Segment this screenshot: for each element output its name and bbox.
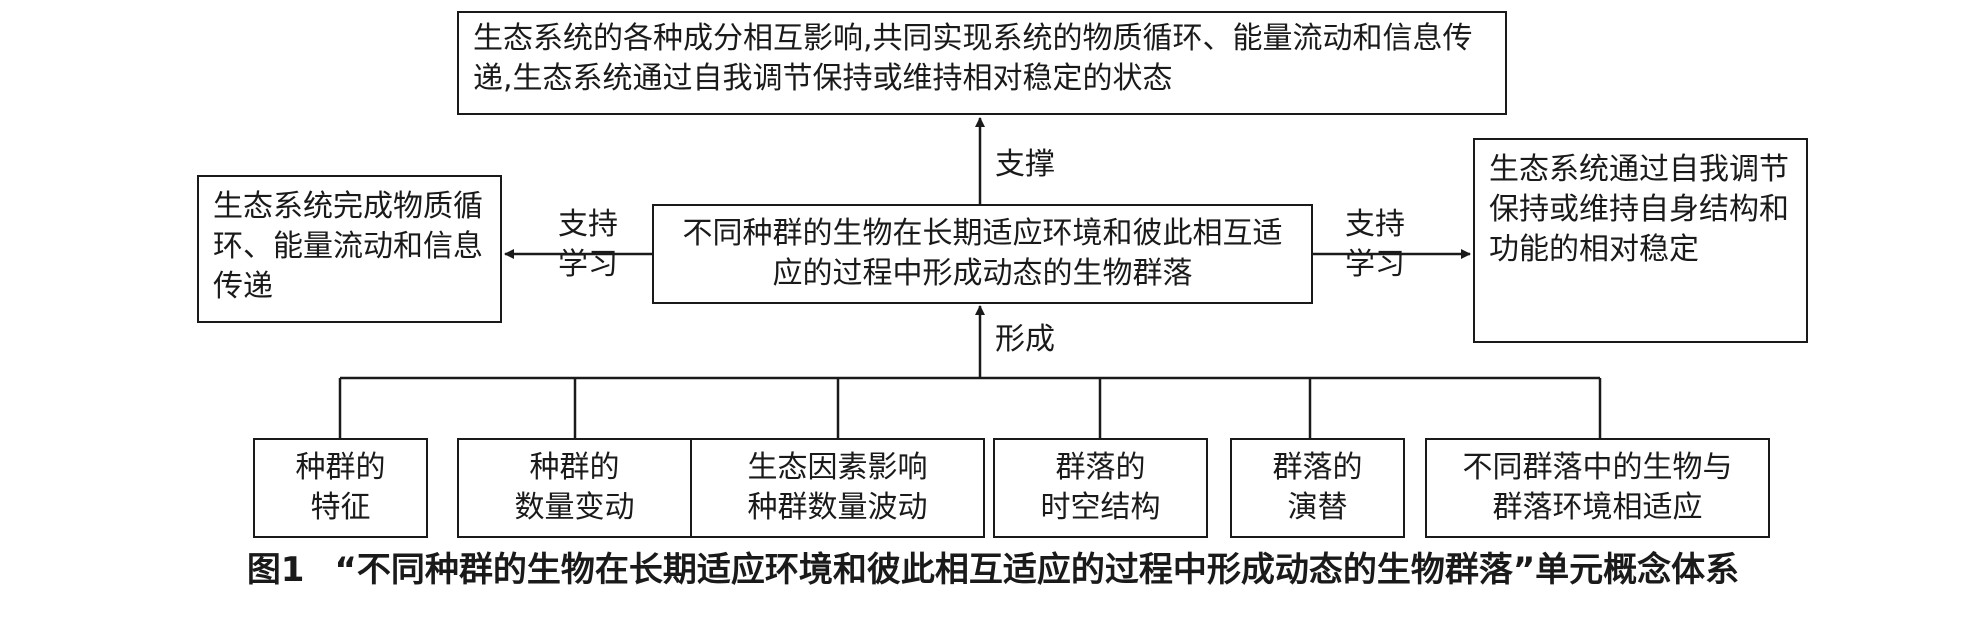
label-support-left: 支持 学习 (558, 207, 618, 282)
right-concept-box: 生态系统通过自我调节保持或维持自身结构和功能的相对稳定 (1473, 138, 1808, 343)
figure-title: “不同种群的生物在长期适应环境和彼此相互适应的过程中形成动态的生物群落”单元概念… (334, 550, 1740, 590)
figure-number: 图1 (246, 550, 305, 590)
bottom-box-population-dynamics: 种群的 数量变动 (457, 438, 692, 538)
bottom-box-community-structure: 群落的 时空结构 (993, 438, 1208, 538)
left-concept-box: 生态系统完成物质循环、能量流动和信息传递 (197, 175, 502, 323)
bottom-box-succession: 群落的 演替 (1230, 438, 1405, 538)
figure-caption: 图1 “不同种群的生物在长期适应环境和彼此相互适应的过程中形成动态的生物群落”单… (0, 540, 1986, 600)
center-concept-box: 不同种群的生物在长期适应环境和彼此相互适应的过程中形成动态的生物群落 (652, 204, 1313, 304)
top-concept-box: 生态系统的各种成分相互影响,共同实现系统的物质循环、能量流动和信息传递,生态系统… (457, 11, 1507, 115)
bottom-box-ecological-factors: 生态因素影响 种群数量波动 (690, 438, 985, 538)
label-support-up: 支撑 (995, 147, 1055, 182)
bottom-box-population-traits: 种群的 特征 (253, 438, 428, 538)
label-form: 形成 (995, 322, 1055, 357)
bottom-box-adaptation: 不同群落中的生物与 群落环境相适应 (1425, 438, 1770, 538)
label-support-right: 支持 学习 (1345, 207, 1405, 282)
